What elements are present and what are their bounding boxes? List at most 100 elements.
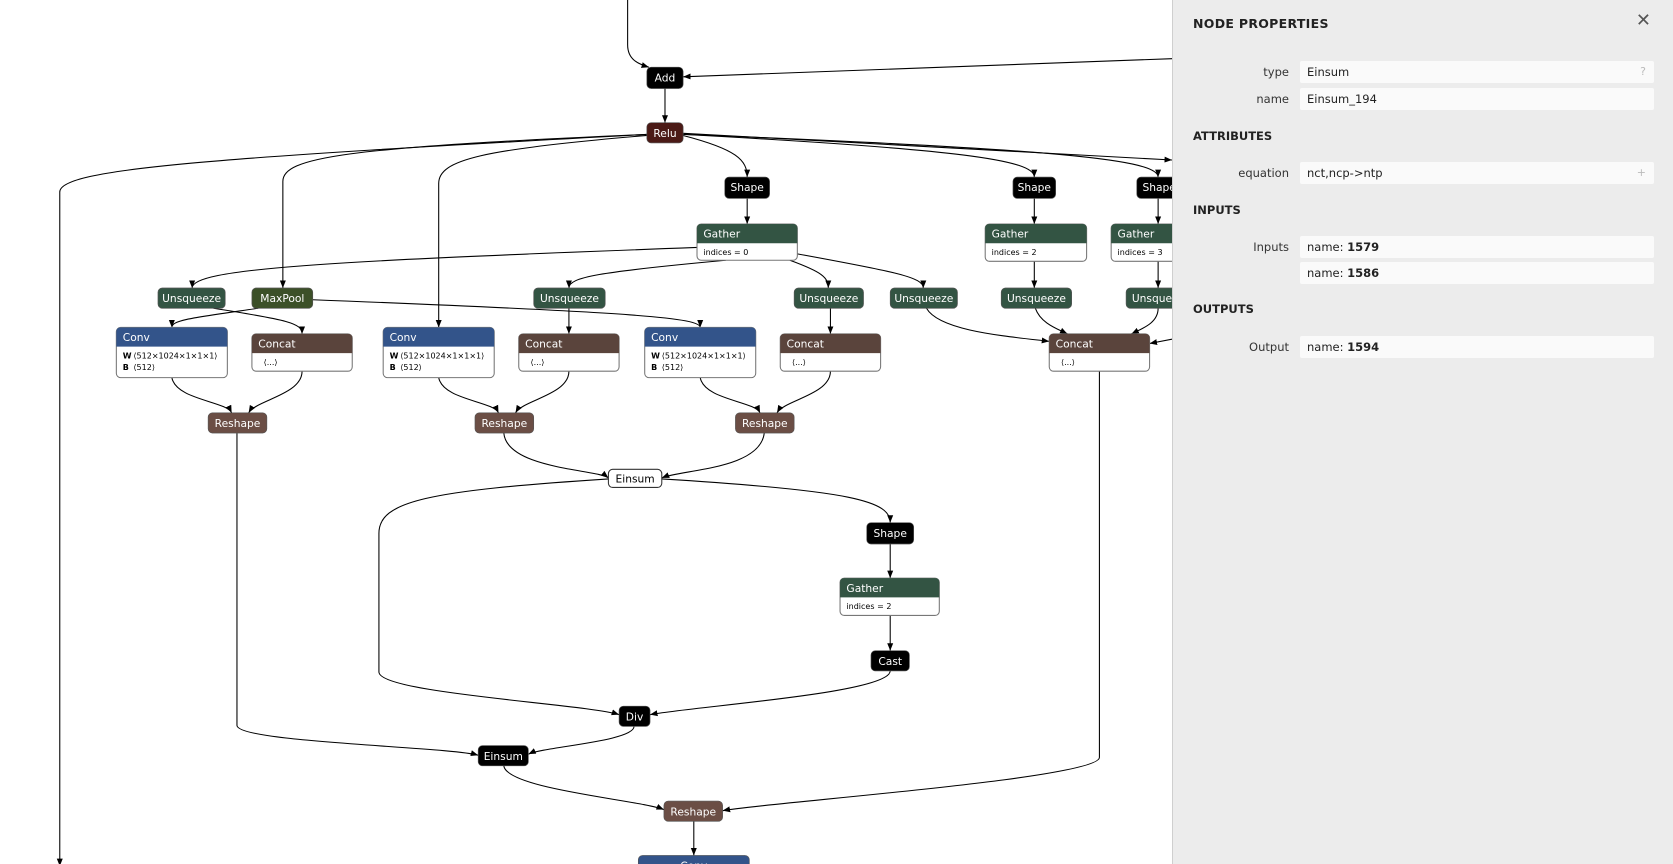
type-value: Einsum bbox=[1307, 65, 1350, 79]
node-unsqueeze[interactable]: Unsqueeze bbox=[793, 287, 864, 309]
node-box bbox=[207, 412, 268, 434]
node-reshape[interactable]: Reshape bbox=[663, 800, 723, 822]
node-reshape[interactable]: Reshape bbox=[735, 412, 795, 434]
node-concat[interactable]: Concat⟨...⟩ bbox=[518, 333, 620, 372]
graph-edge bbox=[797, 253, 927, 289]
node-box bbox=[646, 122, 684, 144]
node-box bbox=[724, 176, 770, 199]
node-einsum[interactable]: Einsum bbox=[607, 468, 663, 488]
node-box bbox=[735, 412, 795, 434]
graph-edge bbox=[435, 134, 647, 328]
output-name-value: 1594 bbox=[1347, 340, 1380, 354]
node-label: Cast bbox=[878, 655, 902, 668]
attribute-value: indices = 3 bbox=[1118, 248, 1163, 257]
node-box bbox=[1125, 287, 1172, 309]
node-label: Unsqueeze bbox=[1007, 292, 1066, 305]
node-box bbox=[618, 705, 651, 727]
node-label: Unsqueeze bbox=[540, 292, 599, 305]
graph-edge bbox=[378, 478, 620, 716]
node-box bbox=[793, 287, 864, 309]
graph-edge bbox=[661, 478, 894, 523]
input-prefix: name: bbox=[1307, 240, 1348, 254]
node-unsqueeze[interactable]: Unsqueeze bbox=[889, 287, 958, 309]
node-shape[interactable]: Shape bbox=[1012, 176, 1056, 199]
attribute-value: ⟨512⟩ bbox=[133, 363, 155, 372]
node-label: Concat bbox=[1056, 338, 1093, 351]
node-reshape[interactable]: Reshape bbox=[207, 412, 268, 434]
equation-field[interactable]: nct,ncp->ntp+ bbox=[1300, 162, 1654, 184]
input-name-value: 1586 bbox=[1347, 266, 1380, 280]
output-field[interactable]: name: 1594 bbox=[1300, 336, 1654, 358]
node-reshape[interactable]: Reshape bbox=[474, 412, 535, 434]
graph-edge bbox=[683, 132, 1172, 163]
attribute-value: indices = 2 bbox=[846, 602, 891, 611]
output-label: Output bbox=[1249, 340, 1289, 354]
graph-edge bbox=[438, 377, 499, 414]
graph-edge bbox=[515, 371, 570, 414]
panel-title: NODE PROPERTIES bbox=[1193, 16, 1329, 31]
attribute-key: W bbox=[651, 351, 660, 360]
graph-edge bbox=[279, 133, 647, 288]
graph-edge bbox=[171, 377, 233, 414]
node-shape[interactable]: Shape bbox=[724, 176, 770, 199]
graph-edge bbox=[683, 58, 1172, 80]
node-unsqueeze[interactable]: Unsqueeze bbox=[157, 287, 226, 309]
node-cast[interactable]: Cast bbox=[870, 650, 910, 672]
graph-edge bbox=[503, 765, 665, 811]
node-box bbox=[1000, 287, 1072, 309]
outputs-heading: OUTPUTS bbox=[1193, 302, 1254, 316]
node-concat[interactable]: Concat⟨...⟩ bbox=[779, 333, 882, 372]
node-box bbox=[1012, 176, 1056, 199]
node-label: Shape bbox=[1018, 181, 1051, 194]
name-field[interactable]: Einsum_194 bbox=[1300, 88, 1654, 110]
node-concat[interactable]: Concat⟨...⟩ bbox=[251, 333, 353, 372]
node-unsqueeze[interactable]: Unsqueeze bbox=[1000, 287, 1072, 309]
node-unsqueeze[interactable]: Unsqueeze bbox=[533, 287, 606, 309]
expand-icon[interactable]: + bbox=[1636, 166, 1646, 179]
node-concat[interactable]: Concat⟨...⟩ bbox=[1048, 333, 1151, 372]
node-label: Gather bbox=[1118, 228, 1155, 241]
attribute-value: ⟨...⟩ bbox=[530, 358, 544, 367]
node-relu[interactable]: Relu bbox=[646, 122, 684, 144]
node-box bbox=[157, 287, 226, 309]
attribute-value: ⟨512⟩ bbox=[662, 363, 684, 372]
node-div[interactable]: Div bbox=[618, 705, 651, 727]
node-box bbox=[889, 287, 958, 309]
node-add[interactable]: Add bbox=[646, 66, 684, 89]
node-maxpool[interactable]: MaxPool bbox=[251, 287, 314, 309]
input-field-1[interactable]: name: 1579 bbox=[1300, 236, 1654, 258]
input-field-2[interactable]: name: 1586 bbox=[1300, 262, 1654, 284]
input-prefix: name: bbox=[1307, 266, 1348, 280]
node-unsqueeze[interactable]: Unsqueeze bbox=[1125, 287, 1172, 309]
node-header bbox=[780, 333, 881, 354]
node-label: Add bbox=[655, 71, 676, 84]
attribute-value: ⟨...⟩ bbox=[792, 358, 806, 367]
close-icon[interactable]: ✕ bbox=[1635, 10, 1651, 31]
type-field[interactable]: Einsum? bbox=[1300, 61, 1654, 83]
help-icon[interactable]: ? bbox=[1640, 65, 1646, 78]
node-label: Unsqueeze bbox=[1132, 292, 1172, 305]
node-header bbox=[518, 333, 620, 354]
node-gather[interactable]: Gather indices = 3 bbox=[1110, 223, 1172, 262]
graph-edge bbox=[236, 433, 479, 757]
attribute-key: W bbox=[123, 351, 132, 360]
attribute-value: indices = 2 bbox=[992, 248, 1037, 257]
node-shape[interactable]: Shape bbox=[1136, 176, 1172, 199]
model-graph-canvas[interactable]: AddReluShapeShapeShapeGatherindices = 0G… bbox=[0, 0, 1172, 864]
node-shape[interactable]: Shape bbox=[866, 522, 915, 545]
attribute-value: ⟨512×1024×1×1×1⟩ bbox=[662, 351, 746, 360]
node-conv[interactable]: Conv bbox=[637, 855, 750, 864]
node-box bbox=[866, 522, 915, 545]
node-label: Reshape bbox=[670, 805, 716, 818]
attribute-key: W bbox=[390, 351, 399, 360]
node-einsum[interactable]: Einsum bbox=[477, 745, 529, 767]
graph-edge bbox=[168, 307, 259, 328]
node-header bbox=[985, 224, 1087, 244]
graph-edge bbox=[683, 133, 1162, 178]
